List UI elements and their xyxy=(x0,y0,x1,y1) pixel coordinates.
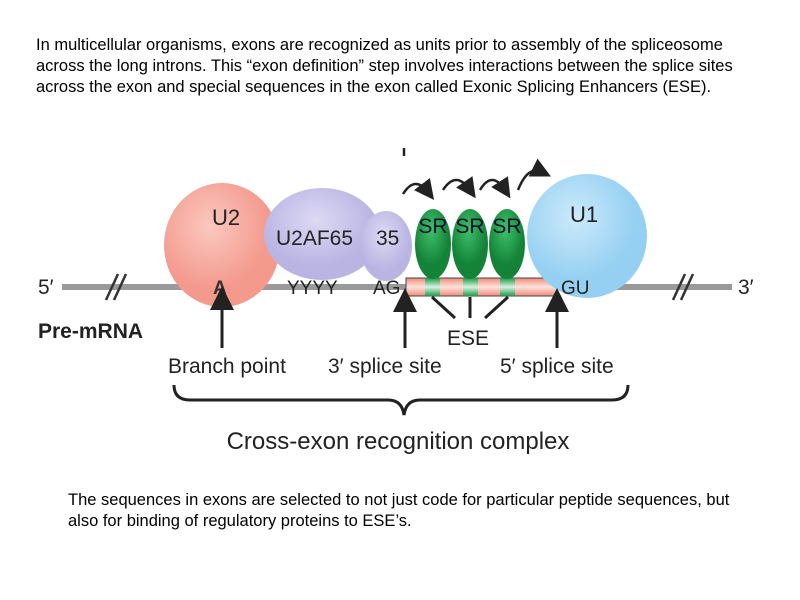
sr-label: SR xyxy=(492,215,521,238)
ese-label: ESE xyxy=(447,327,489,350)
sr-protein xyxy=(452,209,488,279)
brace xyxy=(172,384,630,416)
gu-label: GU xyxy=(561,278,590,299)
complex-label: Cross-exon recognition complex xyxy=(227,428,570,455)
break-mark-left xyxy=(104,273,128,301)
five-prime-splice-site-label: 5′ splice site xyxy=(500,355,614,378)
sr-label: SR xyxy=(455,215,484,238)
u2af65-label: U2AF65 xyxy=(276,227,353,250)
ese-segment xyxy=(463,278,478,296)
u2-snrnp xyxy=(164,183,280,307)
u1-label: U1 xyxy=(570,202,598,227)
ese-segment xyxy=(425,278,440,296)
sr-protein xyxy=(415,209,451,279)
sr-label: SR xyxy=(418,215,447,238)
pyrimidine-tract-label: YYYY xyxy=(287,278,338,299)
sr-protein xyxy=(489,209,525,279)
u2af35-label: 35 xyxy=(376,227,399,250)
branch-a-label: A xyxy=(213,278,227,299)
three-prime-splice-site-label: 3′ splice site xyxy=(328,355,442,378)
interaction-arrows xyxy=(401,148,551,200)
u2-label: U2 xyxy=(212,205,240,230)
ese-pointers xyxy=(430,295,510,320)
branch-point-label: Branch point xyxy=(168,355,286,378)
ag-label: AG xyxy=(373,278,400,299)
break-mark-right xyxy=(671,273,695,301)
five-prime-label: 5′ xyxy=(38,276,54,299)
three-prime-label: 3′ xyxy=(738,276,754,299)
ese-segment xyxy=(500,278,515,296)
intro-paragraph: In multicellular organisms, exons are re… xyxy=(36,36,733,96)
site-arrows xyxy=(210,286,569,348)
u2af65-protein xyxy=(264,188,380,280)
u2af35-protein xyxy=(360,211,412,281)
pre-mrna-label: Pre-mRNA xyxy=(38,320,143,343)
u1-snrnp xyxy=(527,174,647,298)
footer-paragraph: The sequences in exons are selected to n… xyxy=(68,491,730,530)
